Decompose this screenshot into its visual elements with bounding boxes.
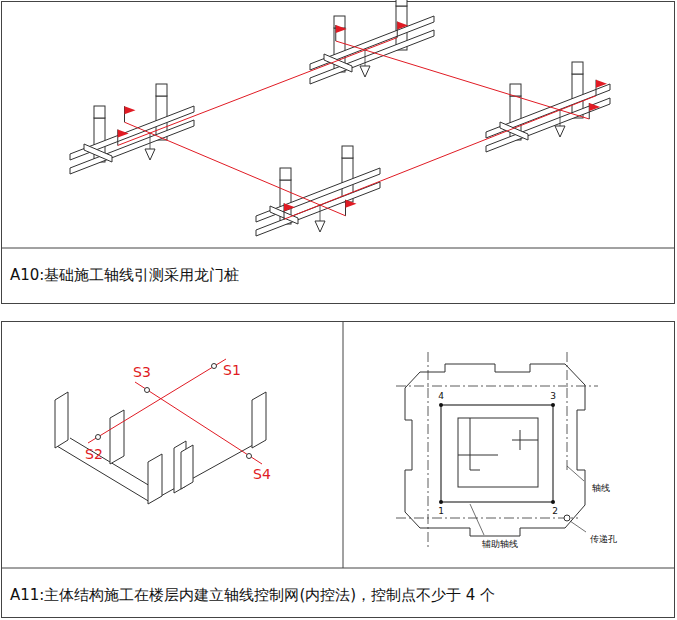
label-slot: S1: [223, 362, 241, 378]
batter-boards: [70, 0, 610, 236]
label-slot: S3: [133, 364, 151, 380]
leader-lines: [470, 466, 586, 535]
point-label: S3: [133, 364, 151, 380]
label-slot: 传递孔: [590, 534, 617, 544]
control-lines: [88, 359, 262, 464]
point-label: S4: [253, 466, 271, 482]
label-slot: 2: [552, 506, 558, 516]
point-label: S2: [85, 446, 103, 462]
floor-plan: [405, 364, 585, 536]
callout-number: 1: [438, 506, 444, 516]
plumb-bobs: [145, 50, 565, 232]
label-slot: 辅助轴线: [482, 539, 518, 549]
part-label: 辅助轴线: [482, 539, 518, 549]
label-slot: A10:基础施工轴线引测采用龙门桩: [10, 267, 239, 284]
label-slot: 轴线: [592, 483, 610, 493]
control-points: [439, 403, 555, 504]
axis-strings: [118, 38, 596, 220]
label-slot: A11:主体结构施工在楼层内建立轴线控制网(内控法)，控制点不少于 4 个: [10, 587, 495, 604]
floor-walls: [55, 392, 266, 504]
callout-number: 3: [550, 391, 556, 401]
part-label: 传递孔: [590, 534, 617, 544]
label-slot: S2: [85, 446, 103, 462]
caption: A11:主体结构施工在楼层内建立轴线控制网(内控法)，控制点不少于 4 个: [10, 587, 495, 604]
callout-number: 4: [438, 391, 444, 401]
part-label: 轴线: [592, 483, 610, 493]
label-slot: S4: [253, 466, 271, 482]
label-slot: 3: [550, 391, 556, 401]
flags: [118, 22, 607, 220]
label-slot: 1: [438, 506, 444, 516]
axis-lines: [396, 352, 598, 550]
point-label: S1: [223, 362, 241, 378]
callout-number: 2: [552, 506, 558, 516]
label-slot: 4: [438, 391, 444, 401]
caption: A10:基础施工轴线引测采用龙门桩: [10, 267, 239, 284]
transfer-hole: [564, 515, 570, 521]
